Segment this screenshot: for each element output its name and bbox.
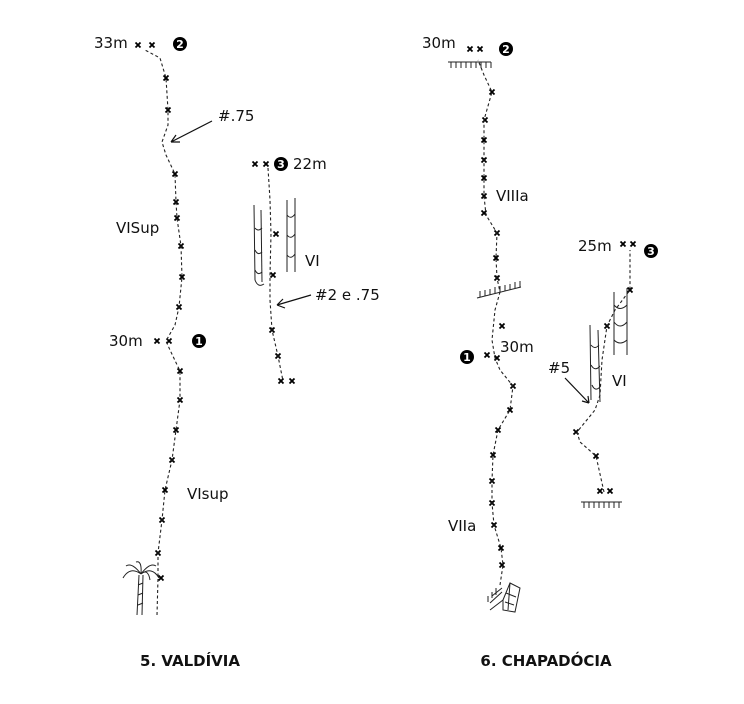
roof-top xyxy=(448,61,492,68)
belay1-length: 30m xyxy=(109,332,143,350)
belay3-length: 25m xyxy=(578,237,612,255)
bolt-icon xyxy=(498,561,506,569)
crack-left xyxy=(589,324,601,403)
bolt-icon xyxy=(596,487,604,495)
bolt-icon xyxy=(277,377,285,385)
bolt-icon xyxy=(172,198,180,206)
bolt-icon xyxy=(172,426,180,434)
bolt-icon xyxy=(481,116,489,124)
bolt-icon xyxy=(171,170,179,178)
belay1-length: 30m xyxy=(500,338,534,356)
boulder-start-icon xyxy=(487,582,521,613)
bolt-icon xyxy=(288,377,296,385)
bolt-icon xyxy=(466,45,474,53)
bolt-icon xyxy=(148,41,156,49)
arrow-gear-pitch3 xyxy=(564,377,590,404)
bolt-icon xyxy=(489,451,497,459)
gear-pitch3: #2 e .75 xyxy=(315,286,380,304)
palm-tree-icon xyxy=(122,561,160,616)
roof-pitch3 xyxy=(581,501,622,508)
route-line-pitch3 xyxy=(576,250,631,493)
bolt-icon xyxy=(157,574,165,582)
belay2-number: 2 xyxy=(176,38,184,51)
route-chapadocia: 30m 2 VIIIa 1 30m VIIa 25m 3 #5 VI 6. CH… xyxy=(422,34,658,670)
belay1-number: 1 xyxy=(195,335,203,348)
arrow-gear-upper xyxy=(170,120,213,143)
bolt-icon xyxy=(162,74,170,82)
grade-lower: VIsup xyxy=(187,485,229,503)
route-title: 6. CHAPADÓCIA xyxy=(480,651,612,670)
belay2-length: 33m xyxy=(94,34,128,52)
crack-left xyxy=(253,204,265,286)
bolt-icon xyxy=(506,406,514,414)
gear-pitch3: #5 xyxy=(548,359,570,377)
bolt-icon xyxy=(483,351,491,359)
bolt-icon xyxy=(619,240,627,248)
bolt-icon xyxy=(153,337,161,345)
route-title: 5. VALDÍVIA xyxy=(140,651,240,670)
arrow-gear-pitch3 xyxy=(276,294,312,309)
bolt-icon xyxy=(480,136,488,144)
bolt-icon xyxy=(251,160,259,168)
grade-upper: VISup xyxy=(116,219,159,237)
belay3-number: 3 xyxy=(277,158,285,171)
grade-pitch3: VI xyxy=(612,372,627,390)
bolt-icon xyxy=(480,174,488,182)
route-line-main xyxy=(477,59,514,586)
grade-lower: VIIa xyxy=(448,517,476,535)
bolt-icon xyxy=(606,487,614,495)
route-line-pitch3 xyxy=(267,167,284,382)
bolt-icon xyxy=(262,160,270,168)
bolt-icon xyxy=(134,41,142,49)
bolt-icon xyxy=(480,192,488,200)
bolt-icon xyxy=(488,88,496,96)
bolt-icon xyxy=(492,254,500,262)
bolt-icon xyxy=(497,544,505,552)
route-valdivia: 33m 2 #.75 VISup 30m 1 VIsup 3 22m VI #2… xyxy=(94,34,380,670)
bolt-icon xyxy=(161,486,169,494)
bolt-icon xyxy=(269,271,277,279)
belay1-number: 1 xyxy=(463,351,471,364)
bolt-icon xyxy=(476,45,484,53)
belay3-number: 3 xyxy=(647,245,655,258)
roof-middle xyxy=(476,281,522,299)
bolt-icon xyxy=(493,354,501,362)
bolt-icon xyxy=(164,106,172,114)
bolt-icon xyxy=(173,214,181,222)
grade-pitch3: VI xyxy=(305,252,320,270)
bolt-icon xyxy=(272,230,280,238)
belay2-length: 30m xyxy=(422,34,456,52)
belay2-number: 2 xyxy=(502,43,510,56)
bolt-icon xyxy=(498,322,506,330)
crack-right xyxy=(613,288,628,355)
crack-right xyxy=(286,198,296,272)
bolt-icon xyxy=(178,273,186,281)
gear-upper: #.75 xyxy=(218,107,254,125)
bolt-icon xyxy=(629,240,637,248)
grade-upper: VIIIa xyxy=(496,187,529,205)
route-line-main xyxy=(144,49,183,616)
bolt-icon xyxy=(176,367,184,375)
belay3-length: 22m xyxy=(293,155,327,173)
